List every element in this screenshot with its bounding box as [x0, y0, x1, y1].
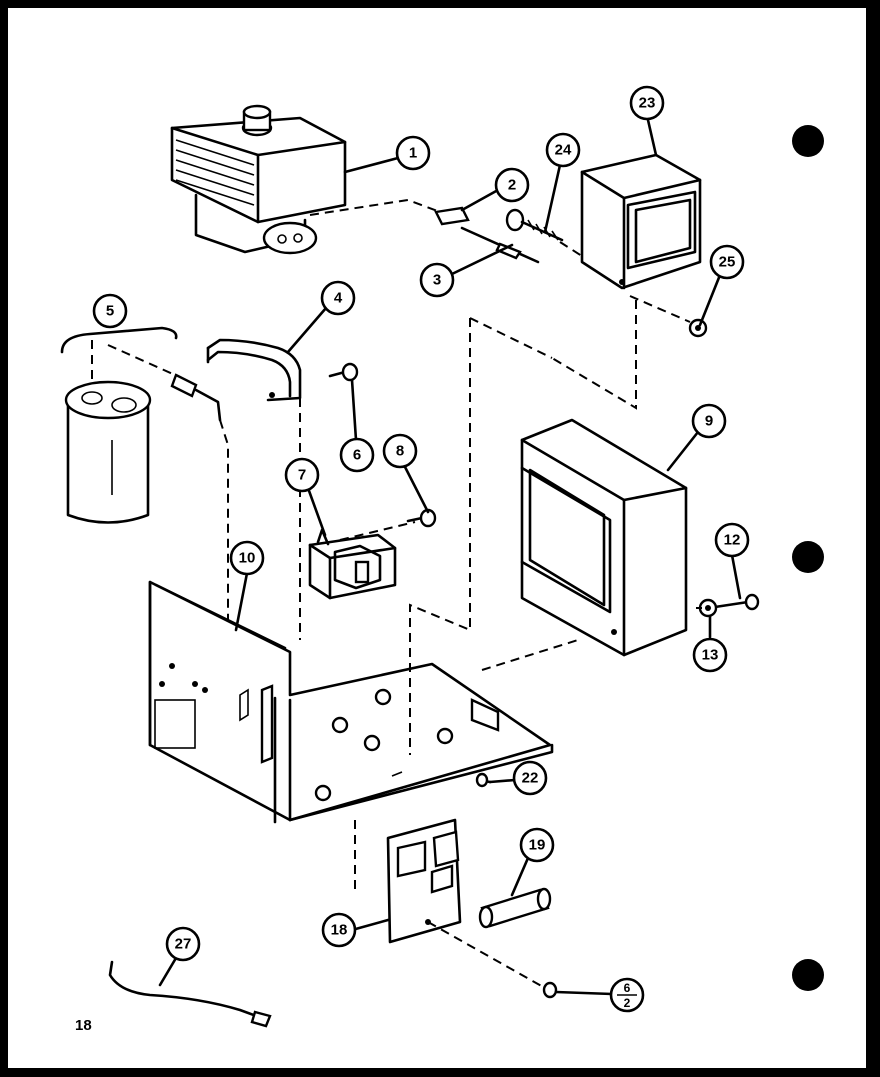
part-transformer-small: [580, 153, 702, 290]
svg-text:2: 2: [624, 996, 631, 1010]
part-relay: [308, 528, 397, 600]
callout-18: 18: [321, 912, 357, 948]
part-fuse-holder: [386, 818, 462, 944]
callout-19: 19: [519, 827, 555, 863]
svg-text:25: 25: [719, 254, 736, 271]
binder-hole-bottom: [792, 959, 824, 991]
svg-text:6: 6: [624, 981, 631, 995]
callout-6-over-2: 6 2: [609, 977, 645, 1013]
part-pin: [460, 226, 540, 264]
svg-text:18: 18: [331, 922, 348, 939]
svg-text:4: 4: [334, 290, 343, 307]
svg-text:24: 24: [555, 142, 572, 159]
svg-text:9: 9: [705, 413, 713, 430]
svg-text:27: 27: [175, 936, 192, 953]
part-screw: [328, 362, 359, 382]
callout-10: 10: [229, 540, 265, 576]
callout-9: 9: [691, 403, 727, 439]
svg-text:3: 3: [433, 272, 441, 289]
callout-23: 23: [629, 85, 665, 121]
callout-7: 7: [284, 457, 320, 493]
part-transformer-large: [520, 418, 688, 657]
binder-hole-middle: [792, 541, 824, 573]
svg-text:22: 22: [522, 770, 539, 787]
callout-13: 13: [692, 637, 728, 673]
callout-6: 6: [339, 437, 375, 473]
assembly-lines: [219, 198, 702, 989]
callout-4: 4: [320, 280, 356, 316]
callout-27: 27: [165, 926, 201, 962]
svg-text:19: 19: [529, 837, 546, 854]
svg-text:1: 1: [409, 145, 417, 162]
part-terminal: [434, 206, 470, 226]
binder-hole-top: [792, 125, 824, 157]
svg-text:6: 6: [353, 447, 361, 464]
callout-1: 1: [395, 135, 431, 171]
part-fuse: [478, 887, 552, 929]
part-capacitor: [60, 326, 222, 524]
callout-5: 5: [92, 293, 128, 329]
svg-text:7: 7: [298, 467, 306, 484]
part-wire-lead: [108, 960, 272, 1028]
svg-text:5: 5: [106, 303, 114, 320]
svg-text:2: 2: [508, 177, 516, 194]
svg-text:8: 8: [396, 443, 404, 460]
callout-24: 24: [545, 132, 581, 168]
part-nut: [688, 318, 708, 338]
part-screw-relay: [406, 508, 437, 528]
part-bolt: [505, 208, 564, 242]
callout-12: 12: [714, 522, 750, 558]
part-bracket-strap: [206, 338, 302, 402]
part-magnetron: [170, 104, 347, 255]
svg-text:12: 12: [724, 532, 741, 549]
svg-text:23: 23: [639, 95, 656, 112]
part-screw-washer: [698, 593, 760, 618]
svg-text:10: 10: [239, 550, 256, 567]
part-screw-fuse: [542, 981, 558, 999]
leader-lines: [158, 118, 742, 996]
svg-text:13: 13: [702, 647, 719, 664]
callout-2: 2: [494, 167, 530, 203]
callout-22: 22: [512, 760, 548, 796]
callout-8: 8: [382, 433, 418, 469]
binder-holes: [792, 125, 824, 991]
callout-3: 3: [419, 262, 455, 298]
part-screw-base: [475, 772, 492, 788]
callout-25: 25: [709, 244, 745, 280]
part-base-plate: [148, 580, 554, 824]
page-number: 18: [75, 1017, 92, 1034]
